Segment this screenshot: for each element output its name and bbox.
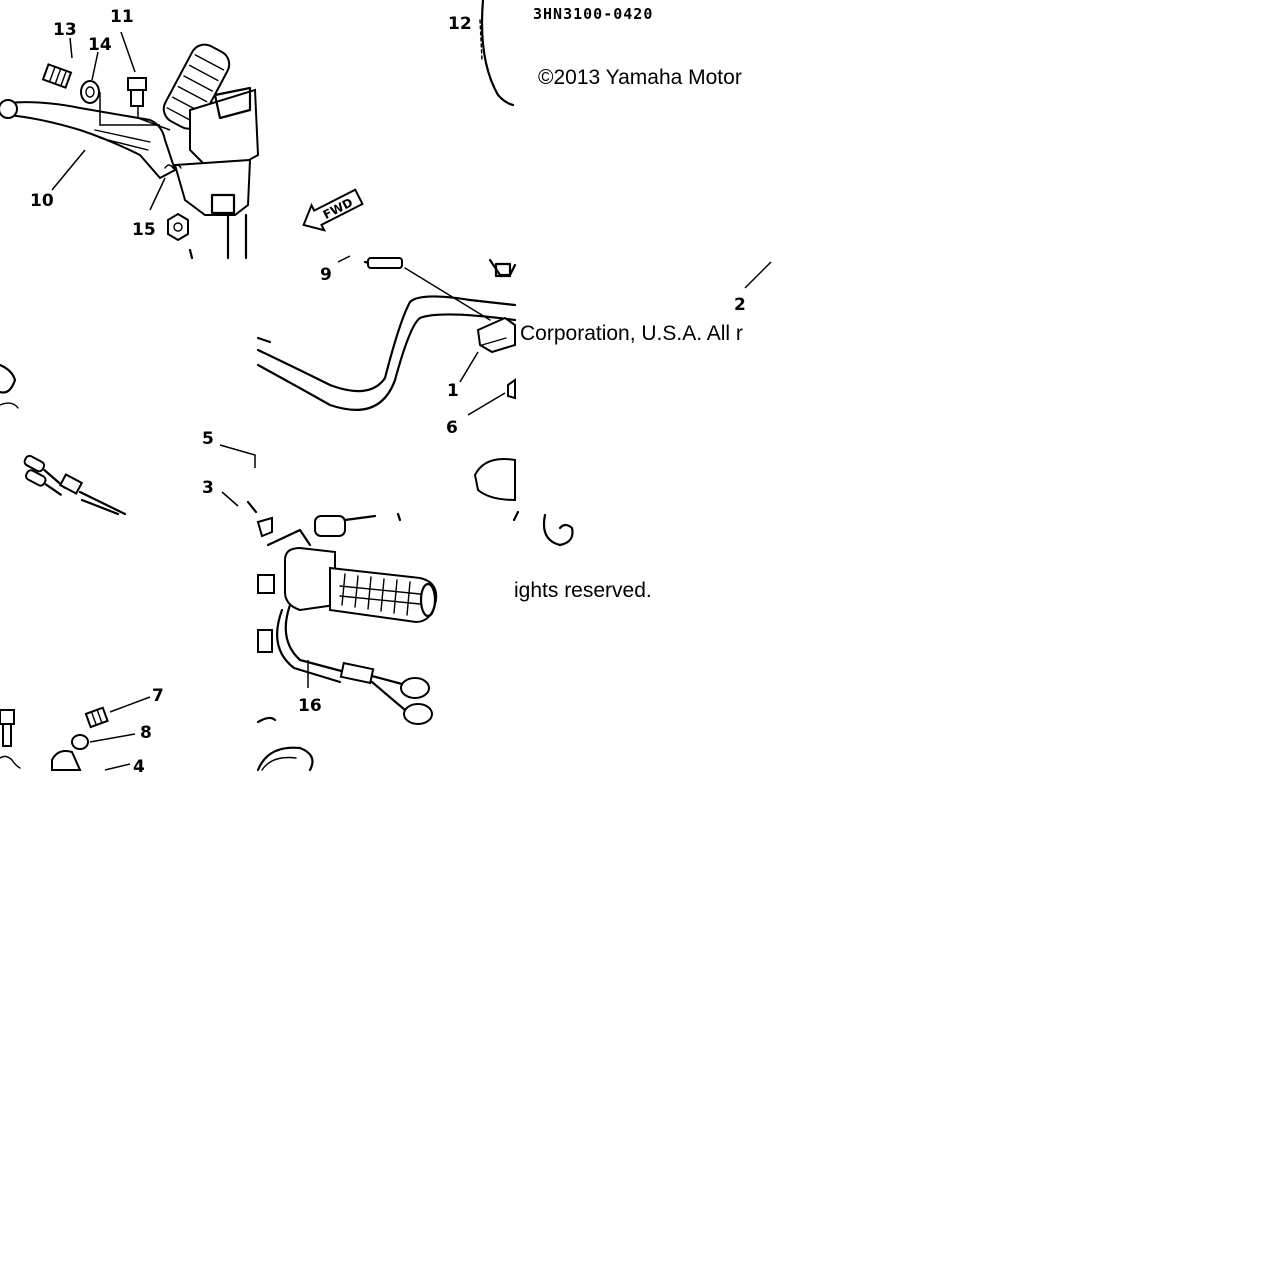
- part-label-1: 1: [447, 381, 459, 401]
- part-label-14: 14: [88, 35, 112, 55]
- part-label-15: 15: [132, 220, 156, 240]
- forward-direction-arrow: FWD: [302, 188, 364, 232]
- part-label-9: 9: [320, 265, 332, 285]
- throttle-grip-drawing: [256, 510, 574, 772]
- switch-wiring-left-drawing: [0, 363, 258, 516]
- part-label-8: 8: [140, 723, 152, 743]
- copyright-line-3: ights reserved.: [514, 579, 652, 602]
- drawing-code: 3HN3100-0420: [533, 5, 653, 23]
- handlebar-right-drawing: [744, 261, 772, 289]
- lever-assembly-drawing: [0, 31, 260, 260]
- part-label-13: 13: [53, 20, 77, 40]
- part-label-6: 6: [446, 418, 458, 438]
- switch-housing-left-drawing: [0, 696, 151, 771]
- copyright-line-2: Corporation, U.S.A. All r: [520, 322, 743, 345]
- copyright-line-1: ©2013 Yamaha Motor: [538, 66, 742, 89]
- part-label-7: 7: [152, 686, 164, 706]
- part-label-5: 5: [202, 429, 214, 449]
- part-label-3: 3: [202, 478, 214, 498]
- handlebar-top-drawing: [479, 0, 515, 107]
- handlebar-drawing: [256, 255, 517, 502]
- part-label-2: 2: [734, 295, 746, 315]
- part-label-11: 11: [110, 7, 134, 27]
- part-label-10: 10: [30, 191, 54, 211]
- part-label-12: 12: [448, 14, 472, 34]
- part-label-16: 16: [298, 696, 322, 716]
